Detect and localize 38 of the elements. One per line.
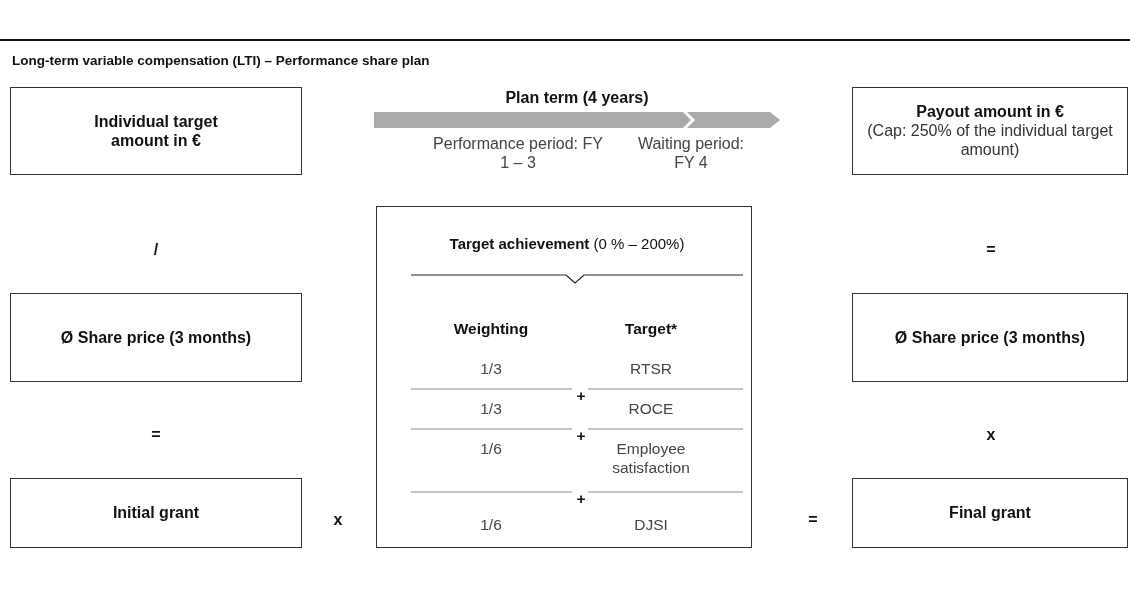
value-box (852, 293, 1128, 382)
table-cell-text: DJSI (633, 515, 669, 535)
operator-sign: = (150, 425, 162, 445)
value-box (852, 478, 1128, 548)
operator-sign: = (807, 510, 819, 530)
box-heading: Ø Share price (3 months) (59, 327, 253, 348)
operator-sign: / (152, 240, 160, 260)
value-box (10, 478, 302, 548)
box-heading: Ø Share price (3 months) (893, 327, 1087, 348)
table-cell-text: 1/3 (479, 399, 503, 419)
value-box (852, 87, 1128, 175)
table-cell-text: 1/6 (479, 439, 503, 459)
table-cell-text: ROCE (627, 399, 675, 419)
table-cell-text: RTSR (629, 359, 673, 379)
value-box (10, 293, 302, 382)
plus-sign: + (575, 489, 587, 509)
diagram-title: Long-term variable compensation (LTI) – Performance share plan (12, 53, 430, 68)
formula-panel (376, 206, 752, 548)
table-cell-text: 1/3 (479, 359, 503, 379)
plus-sign: + (575, 426, 587, 446)
box-note: (Cap: 250% of the individual target amount) (866, 121, 1114, 160)
table-cell-text: Employee satisfaction (611, 440, 691, 478)
column-header: Weighting (452, 319, 530, 339)
period-label: Waiting period: FY 4 (636, 133, 746, 173)
box-heading: Final grant (948, 503, 1032, 523)
operator-sign: = (985, 240, 997, 260)
plus-sign: + (575, 386, 587, 406)
box-heading: Individual target amount in € (93, 111, 219, 151)
operator-sign: x (985, 425, 997, 445)
table-cell-text: 1/6 (479, 515, 503, 535)
table-heading: Target achievement (0 % – 200%) (448, 235, 686, 253)
section-heading: Plan term (4 years) (504, 88, 650, 108)
period-label: Performance period: FY 1 – 3 (433, 133, 603, 173)
operator-sign: x (332, 510, 344, 530)
box-heading: Initial grant (111, 503, 201, 523)
value-box (10, 87, 302, 175)
box-heading: Payout amount in € (915, 102, 1065, 122)
column-header: Target* (623, 319, 679, 339)
